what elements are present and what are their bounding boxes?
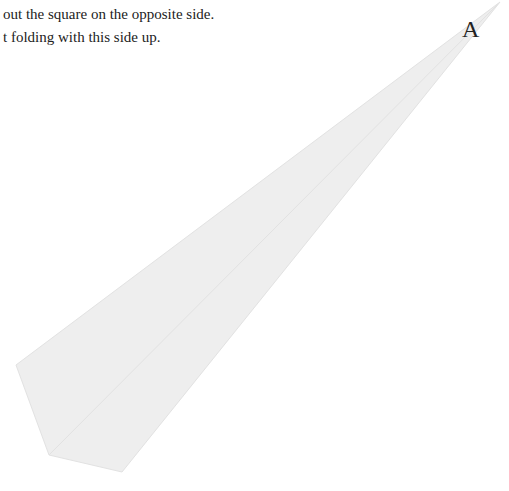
center-crease	[49, 2, 500, 455]
instruction-text: out the square on the opposite side.	[3, 6, 214, 23]
paper-plane	[16, 2, 500, 472]
corner-letter: A	[462, 16, 479, 43]
instruction-text: t folding with this side up.	[3, 29, 161, 46]
